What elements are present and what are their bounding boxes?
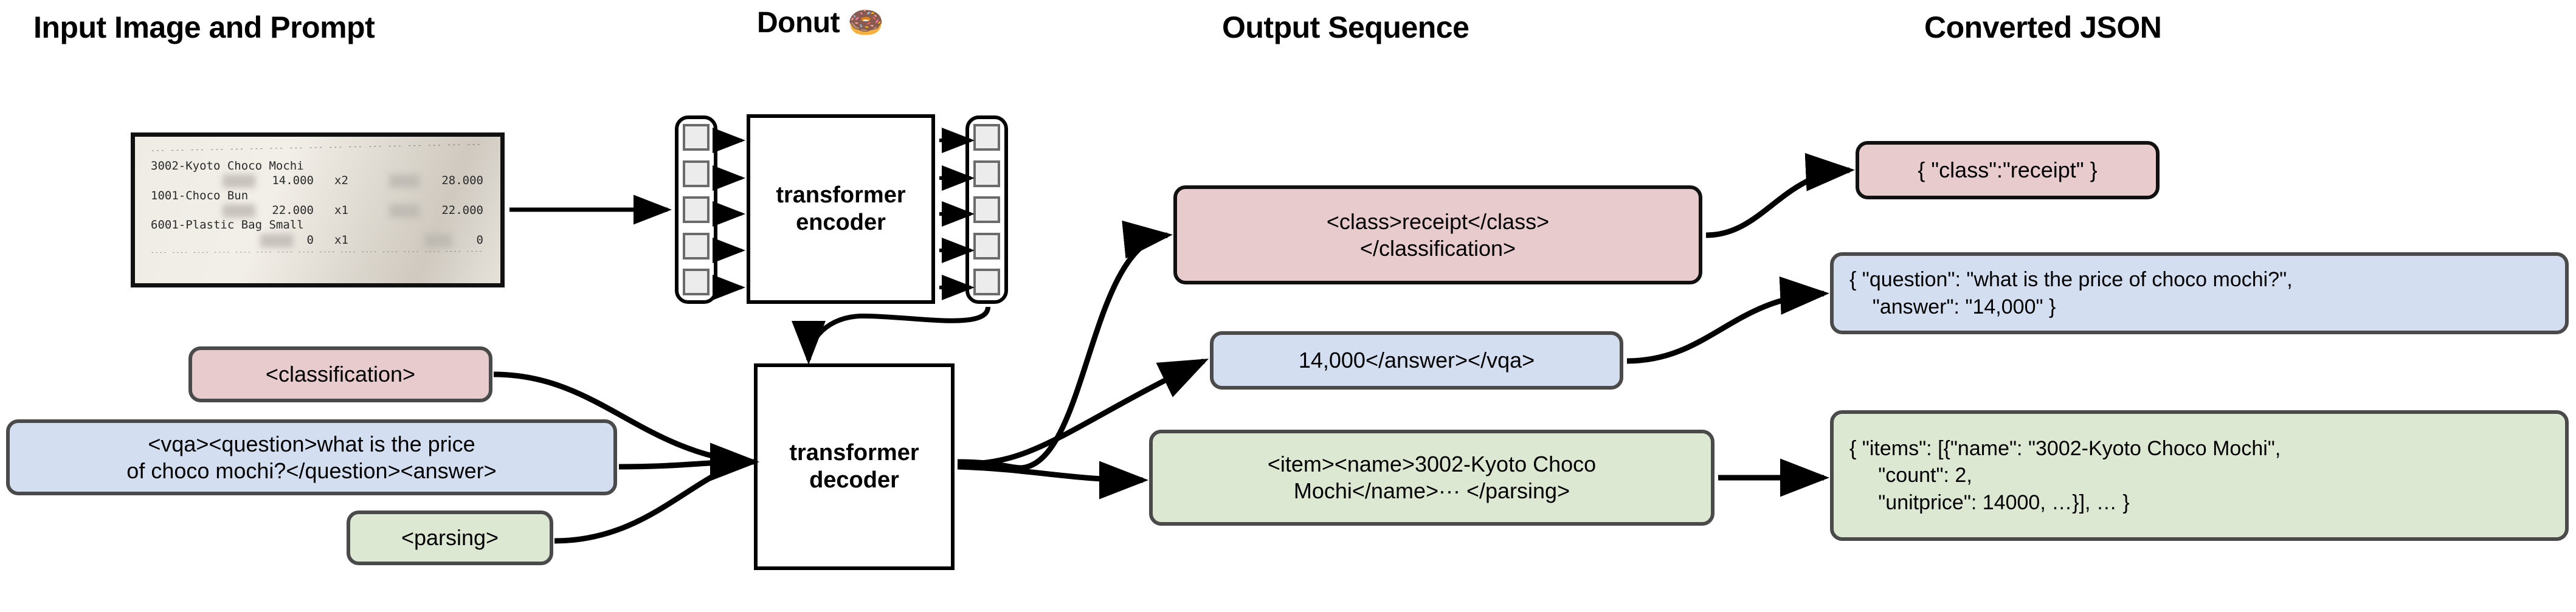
receipt-bottom-divider: ---- ---- ---- ---- ---- ---- ---- ---- … (150, 249, 487, 256)
receipt-top-divider: --- --- --- --- --- --- --- --- --- --- … (150, 140, 487, 154)
receipt-content: --- --- --- --- --- --- --- --- --- --- … (135, 137, 500, 283)
encoder-input-token (683, 196, 710, 223)
arrow-decoder-to-output-parsing (957, 461, 1148, 500)
receipt-amount: 28.000 (441, 174, 483, 188)
redaction-block (260, 233, 293, 247)
transformer-encoder-label: transformer encoder (776, 182, 906, 235)
json-box-classification[interactable]: { "class":"receipt" } (1856, 141, 2160, 199)
transformer-encoder-block[interactable]: transformer encoder (747, 114, 935, 304)
encoder-input-token (683, 160, 710, 187)
receipt-qty: x1 (334, 233, 348, 247)
encoder-output-token (973, 124, 1000, 151)
output-sequence-box-classification[interactable]: <class>receipt</class> </classification> (1173, 185, 1702, 284)
receipt-unit-price: 0 (306, 233, 314, 247)
encoder-input-token (683, 269, 710, 295)
prompt-box-classification[interactable]: <classification> (188, 346, 492, 402)
wire-vqa-prompt-to-decoder (618, 459, 745, 470)
encoder-output-token (973, 232, 1000, 260)
output-sequence-box-parsing[interactable]: <item><name>3002-Kyoto Choco Mochi</name… (1149, 430, 1714, 526)
redaction-block (223, 204, 255, 218)
transformer-decoder-block[interactable]: transformer decoder (754, 363, 955, 570)
encoder-input-token-strip (675, 115, 717, 304)
transformer-decoder-label: transformer decoder (789, 440, 919, 493)
receipt-item-name: 1001-Choco Bun (151, 188, 249, 202)
receipt-amount: 22.000 (441, 204, 483, 218)
output-parsing-text: <item><name>3002-Kyoto Choco Mochi</name… (1267, 452, 1597, 503)
encoder-output-token (973, 196, 1000, 223)
receipt-item-name: 6001-Plastic Bag Small (151, 218, 304, 232)
encoder-output-token (973, 269, 1000, 295)
receipt-unit-price: 14.000 (272, 174, 314, 188)
redaction-block (424, 233, 452, 247)
prompt-vqa-label: <vqa><question>what is the price of choc… (126, 431, 497, 483)
encoder-input-token (683, 124, 710, 151)
json-classification-text: { "class":"receipt" } (1918, 157, 2098, 183)
json-vqa-text: { "question": "what is the price of choc… (1849, 268, 2293, 318)
heading-converted-json: Converted JSON (1924, 10, 2162, 44)
receipt-item-amounts: 14.000 x2 28.000 (151, 173, 487, 188)
arrow-encoder-to-decoder (792, 306, 990, 365)
redaction-block (389, 174, 420, 188)
arrow-output-to-json-vqa (1626, 276, 1829, 364)
receipt-item-name: 3002-Kyoto Choco Mochi (151, 159, 304, 173)
output-classification-text: <class>receipt</class> </classification> (1326, 208, 1550, 261)
encoder-input-token (683, 232, 710, 260)
receipt-qty: x2 (334, 174, 348, 188)
heading-output-sequence: Output Sequence (1222, 10, 1469, 44)
output-vqa-text: 14,000</answer></vqa> (1298, 348, 1535, 373)
json-parsing-text: { "items": [{"name": "3002-Kyoto Choco M… (1849, 437, 2281, 514)
redaction-block (223, 174, 255, 188)
receipt-qty: x1 (334, 204, 348, 218)
receipt-unit-price: 22.000 (272, 204, 314, 218)
heading-donut: Donut 🍩 (757, 7, 884, 39)
json-box-parsing[interactable]: { "items": [{"name": "3002-Kyoto Choco M… (1830, 410, 2569, 541)
receipt-amount: 0 (476, 233, 483, 247)
prompt-parsing-label: <parsing> (401, 525, 499, 551)
prompt-box-vqa[interactable]: <vqa><question>what is the price of choc… (6, 419, 617, 495)
redaction-block (389, 204, 420, 218)
arrow-output-to-json-classification (1705, 153, 1855, 238)
input-receipt-image: --- --- --- --- --- --- --- --- --- --- … (131, 132, 505, 287)
receipt-item-amounts: 0 x1 0 (151, 233, 487, 247)
encoder-output-token-strip (965, 115, 1008, 304)
prompt-box-parsing[interactable]: <parsing> (347, 511, 553, 565)
json-box-vqa[interactable]: { "question": "what is the price of choc… (1830, 252, 2569, 334)
encoder-output-token (973, 160, 1000, 187)
heading-input-image-and-prompt: Input Image and Prompt (33, 10, 375, 44)
prompt-classification-label: <classification> (265, 362, 416, 387)
output-sequence-box-vqa[interactable]: 14,000</answer></vqa> (1210, 331, 1623, 390)
receipt-item-amounts: 22.000 x1 22.000 (151, 203, 487, 218)
